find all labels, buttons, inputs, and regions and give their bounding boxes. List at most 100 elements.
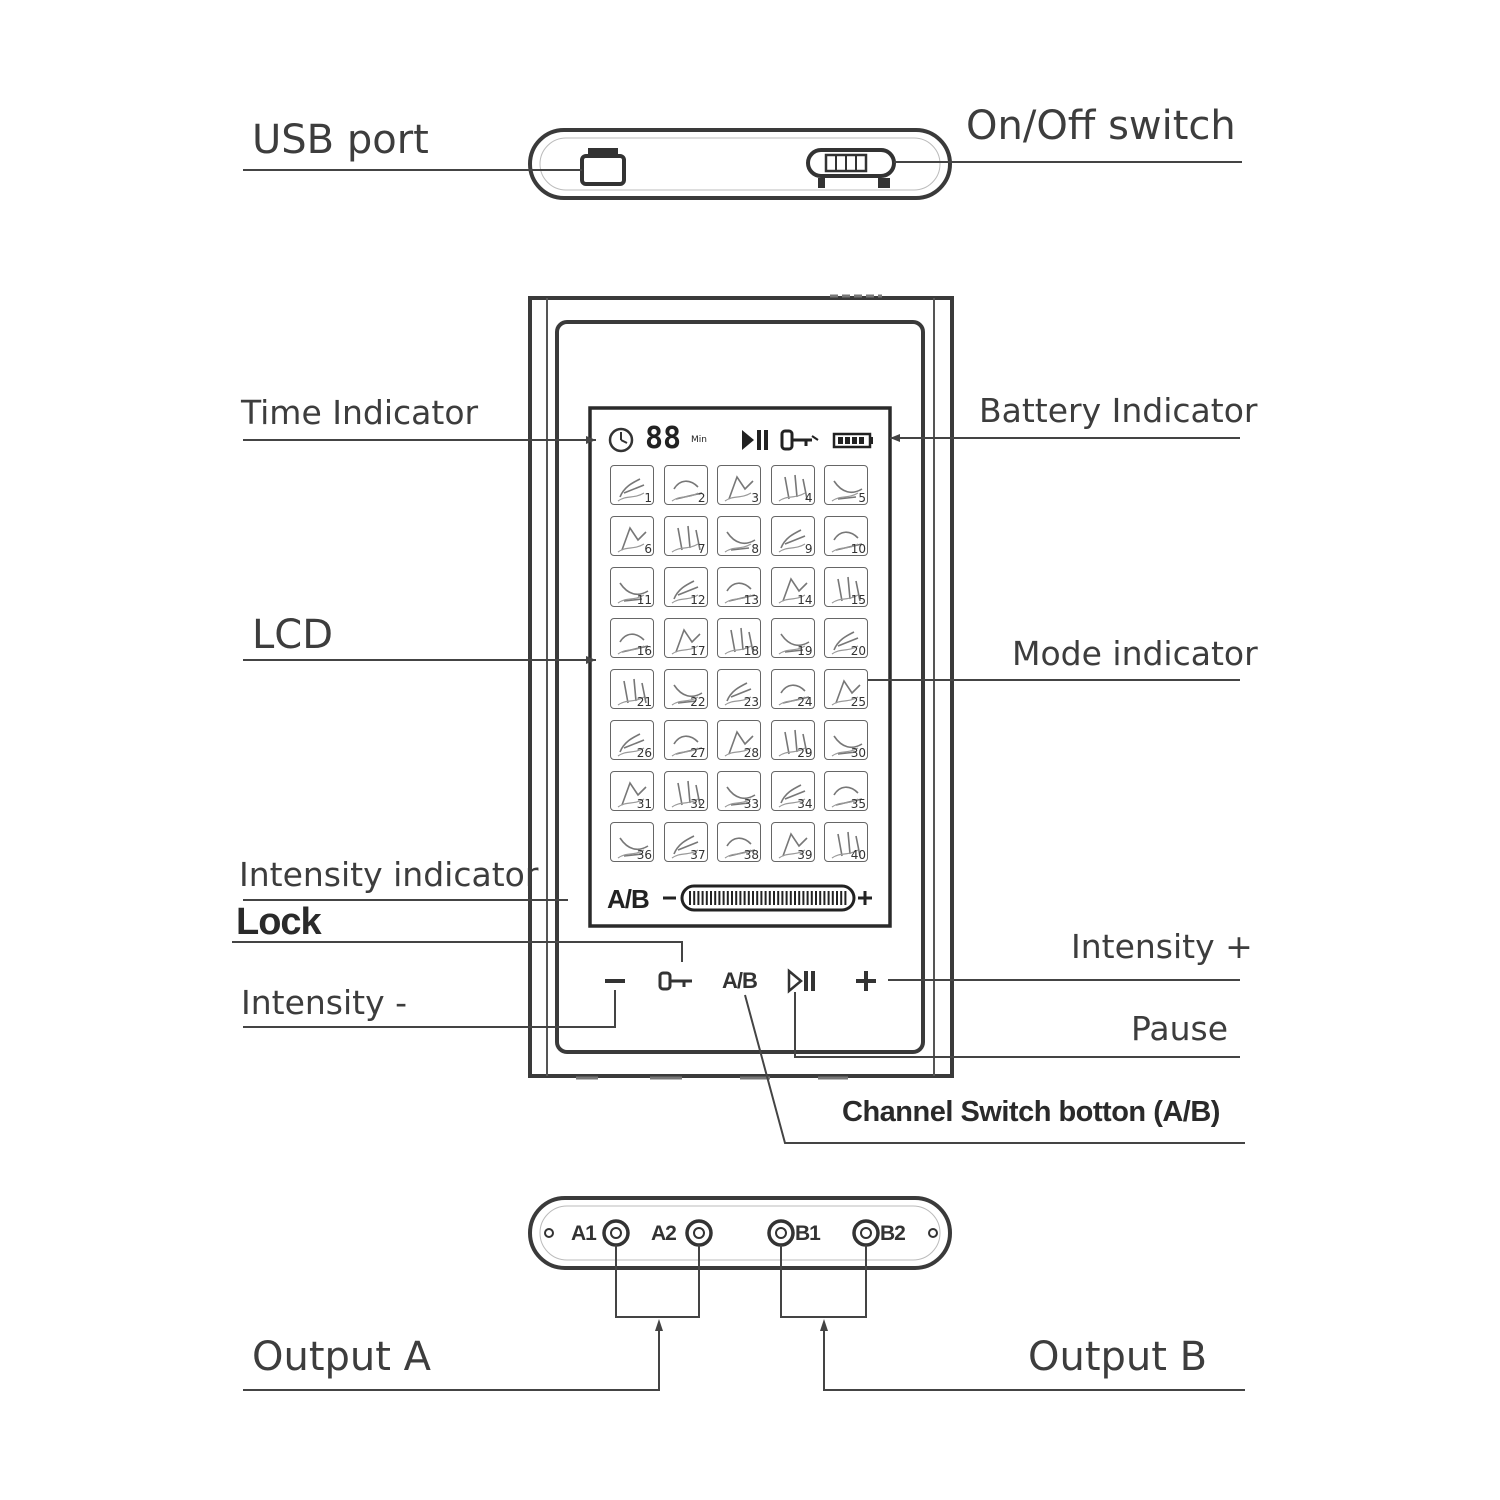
body-pictogram-icon	[831, 786, 863, 808]
intensity-minus-label: Intensity -	[241, 983, 408, 1022]
mode-cell-21: 21	[610, 669, 654, 709]
body-pictogram-icon	[671, 780, 701, 808]
channel-switch-label: Channel Switch botton (A/B)	[842, 1096, 1220, 1128]
body-pictogram-icon	[671, 735, 702, 757]
intensity-plus-button[interactable]	[856, 971, 876, 991]
key-lock-icon	[780, 429, 819, 451]
body-pictogram-icon	[724, 627, 754, 655]
mode-number: 39	[797, 848, 813, 862]
body-pictogram-icon	[778, 832, 808, 859]
mode-cell-27: 27	[663, 720, 708, 760]
mode-number: 36	[636, 848, 652, 862]
mode-cell-16: 16	[610, 618, 654, 658]
mode-number: 26	[636, 746, 652, 760]
mode-cell-10: 10	[824, 516, 868, 556]
mode-cell-24: 24	[770, 669, 815, 709]
mode-cell-25: 25	[824, 669, 868, 709]
lock-button[interactable]	[658, 971, 692, 991]
mode-number: 21	[636, 695, 652, 709]
slide-switch-icon	[806, 148, 896, 188]
port-a2-label: A2	[651, 1222, 677, 1245]
output-jack-a1[interactable]	[602, 1219, 630, 1247]
time-indicator-label: Time Indicator	[241, 393, 479, 432]
usb-port-icon	[580, 148, 626, 186]
mode-number: 23	[743, 695, 759, 709]
body-pictogram-icon	[778, 729, 808, 757]
ab-button[interactable]: A/B	[722, 968, 758, 993]
mode-cell-31: 31	[610, 771, 654, 811]
body-pictogram-icon	[724, 730, 754, 757]
mode-number: 22	[690, 695, 706, 709]
mode-cell-5: 5	[824, 465, 868, 505]
mode-number: 30	[850, 746, 866, 760]
mode-cell-33: 33	[717, 771, 761, 811]
mode-cell-38: 38	[717, 822, 761, 862]
mode-number: 31	[636, 797, 652, 811]
mode-number: 7	[697, 542, 706, 556]
mode-number: 8	[751, 542, 759, 556]
body-pictogram-icon	[671, 628, 701, 655]
intensity-indicator-label: Intensity indicator	[239, 855, 539, 894]
port-b2-label: B2	[880, 1222, 906, 1245]
mode-number: 38	[743, 848, 759, 862]
mode-number: 17	[690, 644, 706, 658]
mode-cell-39: 39	[770, 822, 815, 862]
mode-number: 33	[743, 797, 759, 811]
mode-cell-13: 13	[717, 567, 761, 607]
mode-number: 40	[850, 848, 866, 862]
mode-cell-7: 7	[663, 516, 708, 556]
output-jack-a2[interactable]	[685, 1219, 713, 1247]
mode-cell-30: 30	[824, 720, 868, 760]
mode-number: 9	[804, 542, 813, 556]
body-pictogram-icon	[724, 786, 756, 808]
body-pictogram-icon	[778, 474, 808, 502]
lcd-channel-label: A/B	[607, 884, 650, 914]
body-pictogram-icon	[831, 576, 861, 604]
mode-cell-17: 17	[663, 618, 708, 658]
body-pictogram-icon	[617, 678, 647, 706]
mode-cell-4: 4	[770, 465, 815, 505]
mode-number: 28	[743, 746, 759, 760]
output-brackets	[243, 1245, 1245, 1391]
mode-number: 11	[636, 593, 652, 607]
body-pictogram-icon	[617, 478, 645, 502]
mode-number: 16	[636, 644, 652, 658]
mode-number: 14	[797, 593, 813, 607]
mode-cell-32: 32	[663, 771, 708, 811]
body-pictogram-icon	[724, 531, 756, 553]
output-jack-b1[interactable]	[767, 1219, 795, 1247]
mode-number: 32	[690, 797, 706, 811]
battery-icon	[832, 432, 873, 449]
mode-number: 2	[697, 491, 706, 505]
usb-port-label: USB port	[252, 117, 429, 163]
on-off-switch-label: On/Off switch	[966, 103, 1236, 149]
play-pause-icon	[742, 430, 768, 450]
body-pictogram-icon	[778, 684, 809, 706]
mode-number: 1	[644, 491, 652, 505]
body-pictogram-icon	[724, 682, 752, 706]
mode-number: 12	[690, 593, 706, 607]
battery-indicator-label: Battery Indicator	[979, 391, 1258, 430]
body-pictogram-icon	[831, 831, 861, 859]
mode-number: 3	[751, 491, 759, 505]
mode-number: 13	[743, 593, 759, 607]
port-a1-label: A1	[571, 1222, 597, 1245]
mode-number: 15	[850, 593, 866, 607]
mode-cell-23: 23	[717, 669, 761, 709]
pause-button[interactable]	[787, 968, 815, 994]
body-pictogram-icon	[724, 582, 756, 604]
mode-cell-22: 22	[663, 669, 708, 709]
body-pictogram-icon	[671, 480, 702, 502]
body-pictogram-icon	[831, 631, 859, 655]
intensity-bar	[663, 884, 872, 912]
lcd-time-digits: 88	[645, 421, 682, 456]
clock-icon	[608, 427, 634, 453]
mode-number: 25	[850, 695, 866, 709]
mode-number: 34	[797, 797, 813, 811]
output-jack-b2[interactable]	[852, 1219, 880, 1247]
mode-number: 6	[644, 542, 652, 556]
mode-cell-15: 15	[824, 567, 868, 607]
mode-number: 10	[850, 542, 866, 556]
mode-cell-19: 19	[770, 618, 815, 658]
